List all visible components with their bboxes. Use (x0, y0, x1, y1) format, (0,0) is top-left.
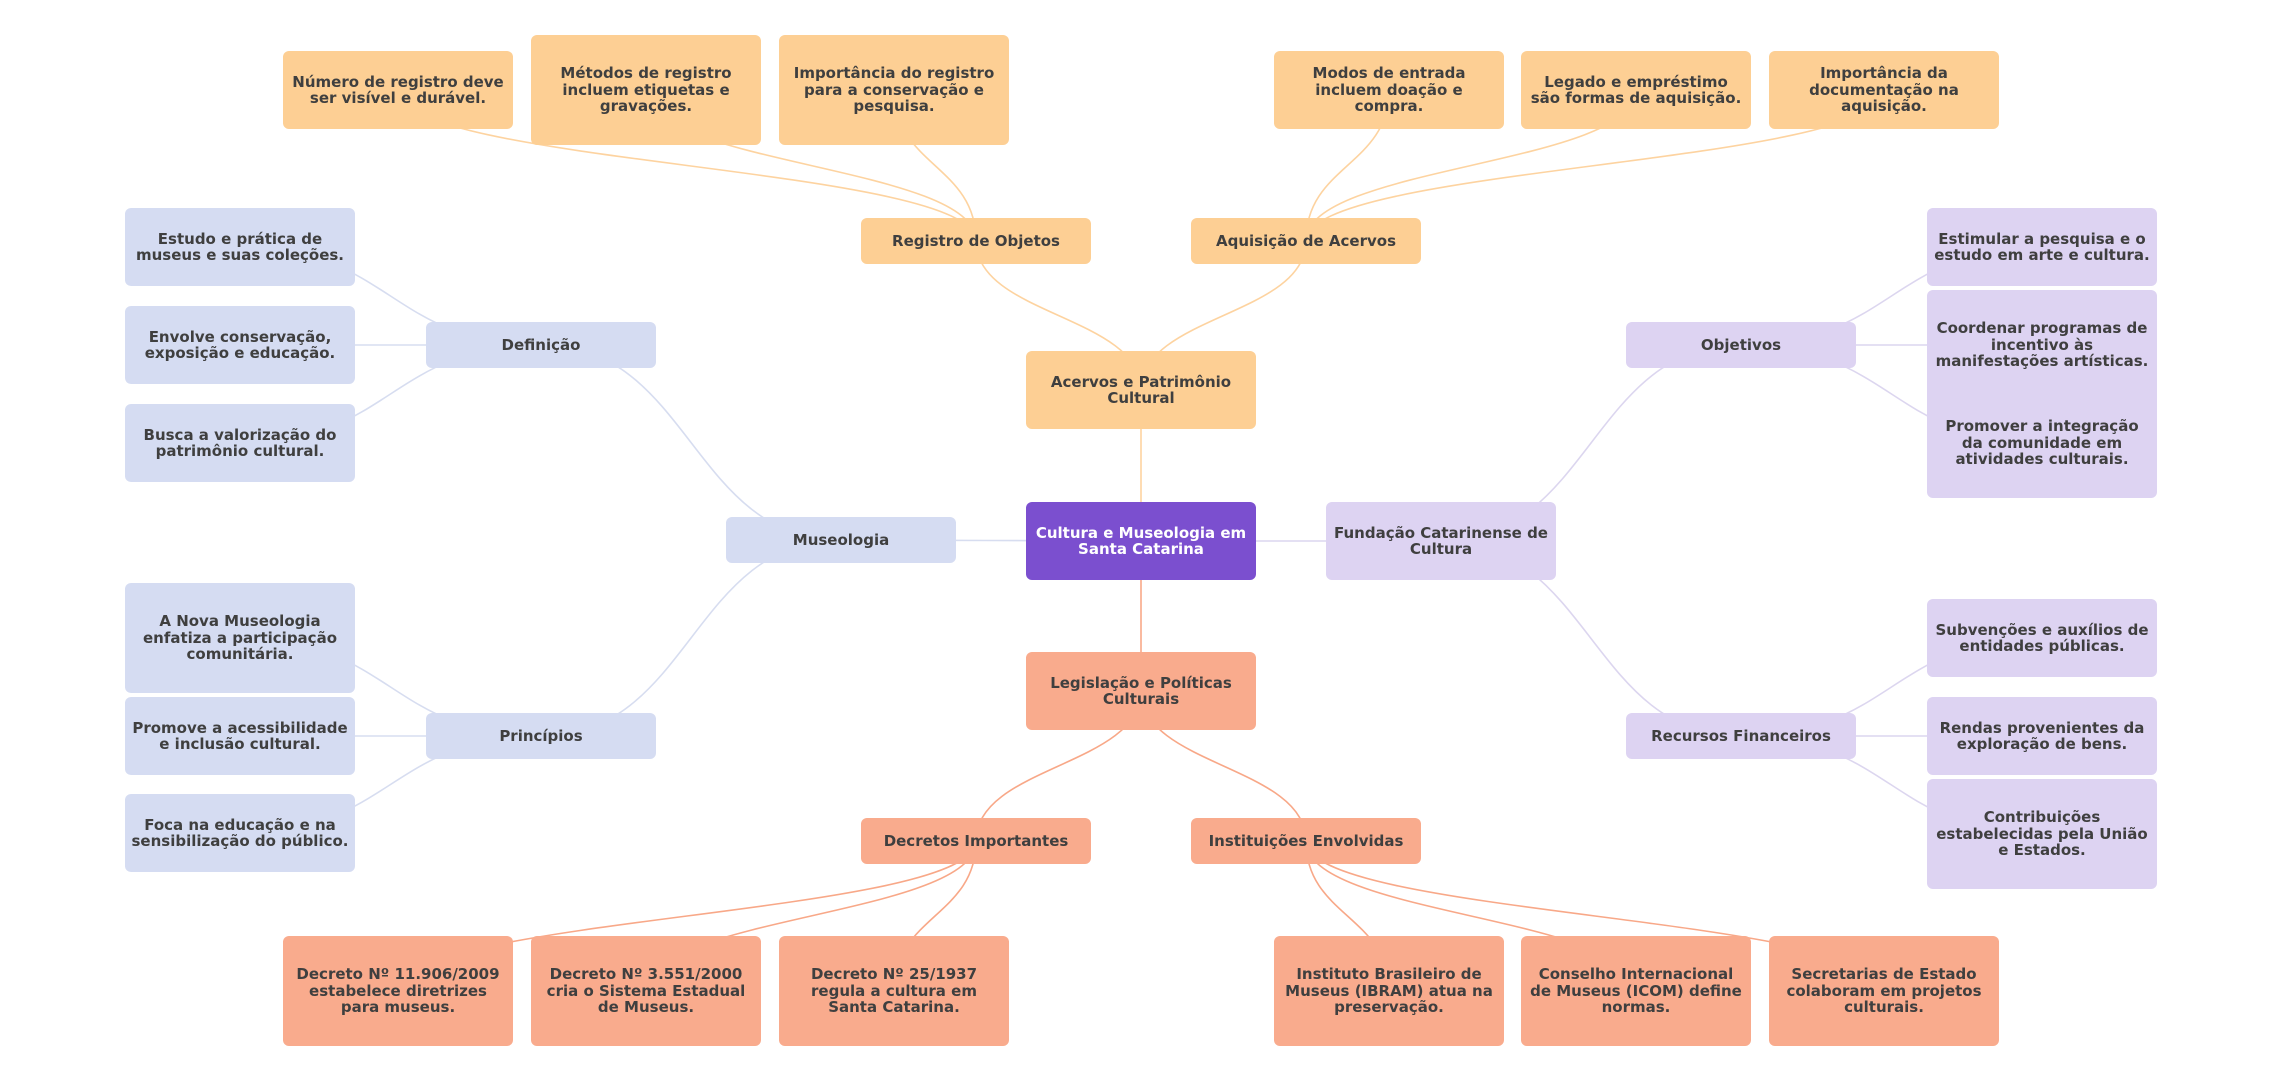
node-instituicoes-item-1[interactable]: Instituto Brasileiro de Museus (IBRAM) a… (1274, 936, 1504, 1046)
node-fundacao-catarinense[interactable]: Fundação Catarinense de Cultura (1326, 502, 1556, 580)
node-definicao-item-3[interactable]: Busca a valorização do patrimônio cultur… (125, 404, 355, 482)
node-definicao-item-2[interactable]: Envolve conservação, exposição e educaçã… (125, 306, 355, 384)
node-legislacao[interactable]: Legislação e Políticas Culturais (1026, 652, 1256, 730)
node-objetivos-item-1[interactable]: Estimular a pesquisa e o estudo em arte … (1927, 208, 2157, 286)
node-principios-item-1[interactable]: A Nova Museologia enfatiza a participaçã… (125, 583, 355, 693)
node-decretos-importantes[interactable]: Decretos Importantes (861, 818, 1091, 864)
node-objetivos-item-3[interactable]: Promover a integração da comunidade em a… (1927, 388, 2157, 498)
node-acervos[interactable]: Acervos e Patrimônio Cultural (1026, 351, 1256, 429)
node-aquisicao-item-2[interactable]: Legado e empréstimo são formas de aquisi… (1521, 51, 1751, 129)
node-instituicoes-item-3[interactable]: Secretarias de Estado colaboram em proje… (1769, 936, 1999, 1046)
node-registro-objetos[interactable]: Registro de Objetos (861, 218, 1091, 264)
node-principios-item-2[interactable]: Promove a acessibilidade e inclusão cult… (125, 697, 355, 775)
connector-museologia-definicao (540, 344, 842, 541)
node-decretos-item-1[interactable]: Decreto Nº 11.906/2009 estabelece diretr… (283, 936, 513, 1046)
connector-museologia-principios (540, 539, 842, 737)
node-instituicoes-envolvidas[interactable]: Instituições Envolvidas (1191, 818, 1421, 864)
node-definicao-item-1[interactable]: Estudo e prática de museus e suas coleçõ… (125, 208, 355, 286)
node-recursos-item-1[interactable]: Subvenções e auxílios de entidades públi… (1927, 599, 2157, 677)
node-decretos-item-2[interactable]: Decreto Nº 3.551/2000 cria o Sistema Est… (531, 936, 761, 1046)
node-objetivos[interactable]: Objetivos (1626, 322, 1856, 368)
node-principios-item-3[interactable]: Foca na educação e na sensibilização do … (125, 794, 355, 872)
node-recursos-item-3[interactable]: Contribuições estabelecidas pela União e… (1927, 779, 2157, 889)
node-museologia[interactable]: Museologia (726, 517, 956, 563)
node-recursos-financeiros[interactable]: Recursos Financeiros (1626, 713, 1856, 759)
node-aquisicao-acervos[interactable]: Aquisição de Acervos (1191, 218, 1421, 264)
node-registro-item-1[interactable]: Número de registro deve ser visível e du… (283, 51, 513, 129)
node-registro-item-3[interactable]: Importância do registro para a conservaç… (779, 35, 1009, 145)
node-recursos-item-2[interactable]: Rendas provenientes da exploração de ben… (1927, 697, 2157, 775)
node-aquisicao-item-1[interactable]: Modos de entrada incluem doação e compra… (1274, 51, 1504, 129)
node-instituicoes-item-2[interactable]: Conselho Internacional de Museus (ICOM) … (1521, 936, 1751, 1046)
node-objetivos-item-2[interactable]: Coordenar programas de incentivo às mani… (1927, 290, 2157, 400)
node-definicao[interactable]: Definição (426, 322, 656, 368)
node-registro-item-2[interactable]: Métodos de registro incluem etiquetas e … (531, 35, 761, 145)
node-aquisicao-item-3[interactable]: Importância da documentação na aquisição… (1769, 51, 1999, 129)
node-principios[interactable]: Princípios (426, 713, 656, 759)
root-node[interactable]: Cultura e Museologia em Santa Catarina (1026, 502, 1256, 580)
node-decretos-item-3[interactable]: Decreto Nº 25/1937 regula a cultura em S… (779, 936, 1009, 1046)
